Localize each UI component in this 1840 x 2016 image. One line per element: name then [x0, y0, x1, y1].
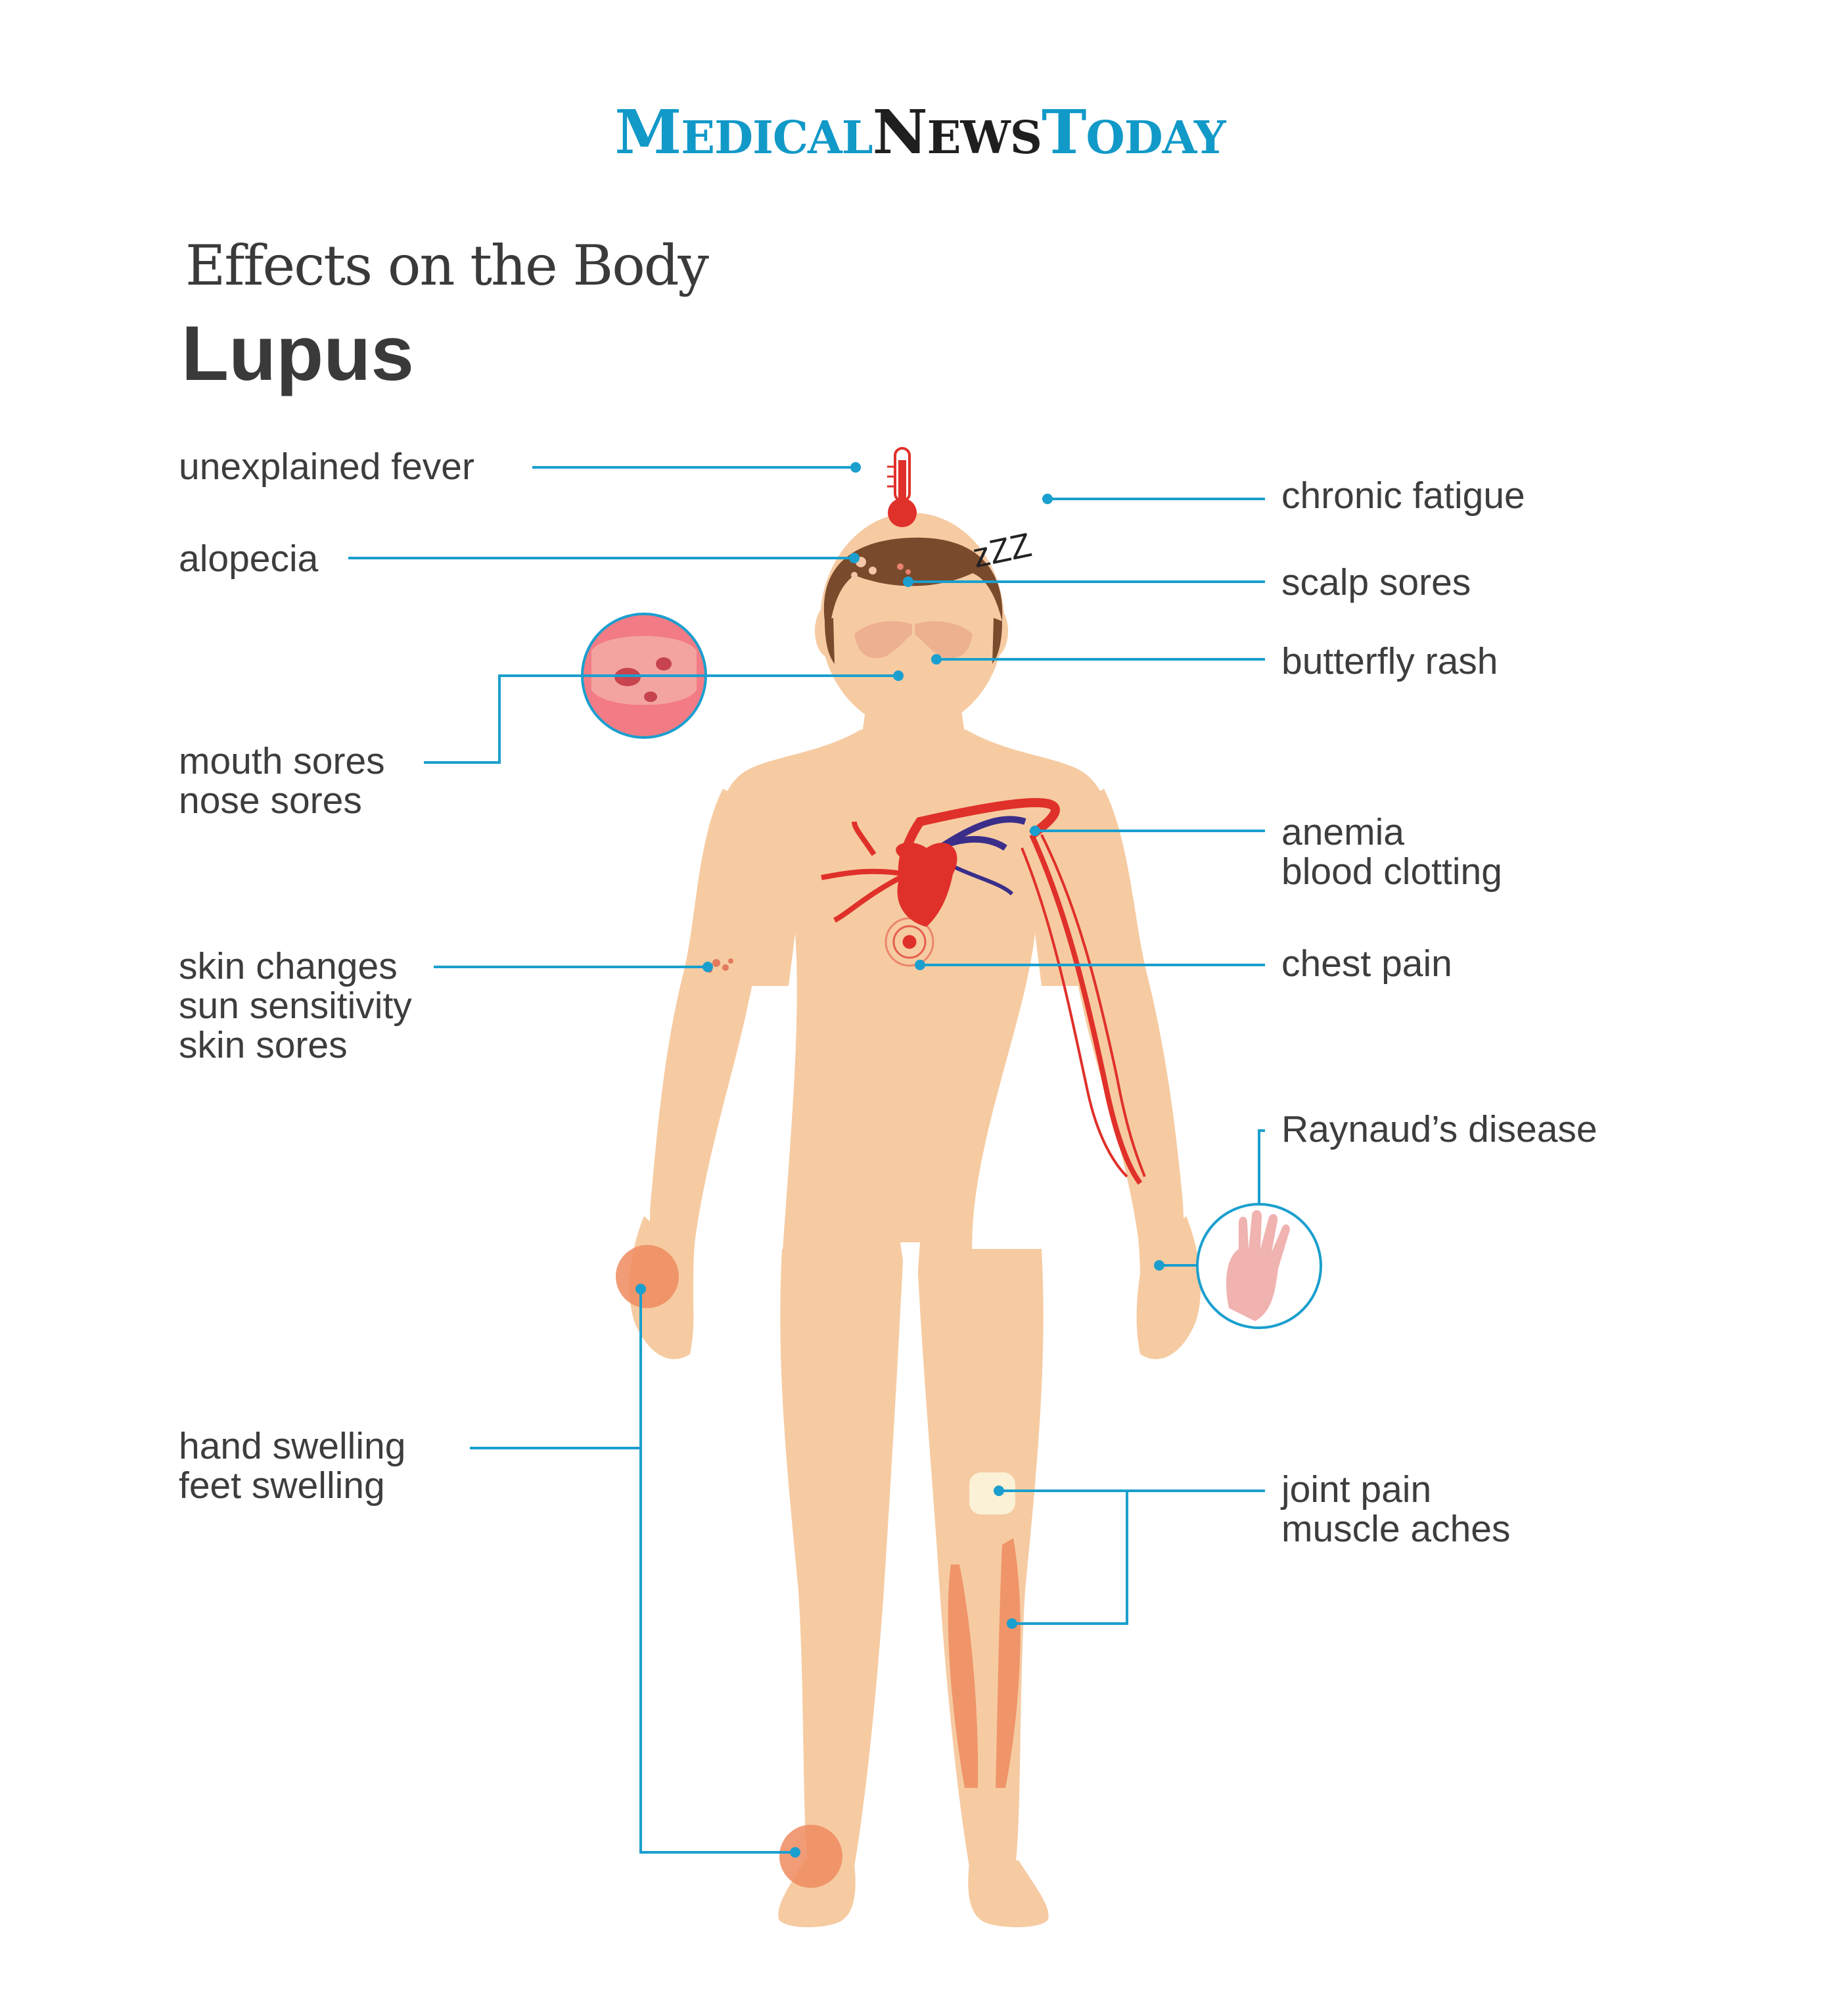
brand-news: NEWS — [872, 97, 1042, 168]
hand-swelling-mark — [616, 1245, 679, 1308]
label-chronic-fatigue: chronic fatigue — [1281, 475, 1525, 517]
knee-joint-mark — [969, 1472, 1015, 1514]
chest-pain-target-icon — [885, 917, 934, 967]
label-scalp-sores: scalp sores — [1281, 561, 1471, 603]
leader-lines — [348, 466, 1265, 1854]
label-butterfly-rash: butterfly rash — [1281, 640, 1498, 682]
hair — [823, 537, 1003, 631]
label-alopecia: alopecia — [179, 538, 319, 580]
page-title: Lupus — [181, 310, 414, 397]
label-unexplained-fever: unexplained fever — [179, 446, 474, 488]
calf-muscle-mark — [948, 1564, 978, 1788]
brand-today: TODAY — [1041, 97, 1226, 168]
label-chest-pain: chest pain — [1281, 943, 1452, 985]
foot-swelling-mark — [779, 1825, 842, 1888]
body-silhouette — [629, 513, 1201, 1927]
heart-vessels — [821, 798, 1146, 1185]
sleep-zzz-icon: zZZ — [969, 526, 1035, 575]
leader-dots — [635, 462, 1164, 1858]
page-subtitle: Effects on the Body — [185, 233, 709, 298]
thermometer-icon — [887, 447, 917, 527]
butterfly-rash — [854, 621, 973, 659]
raynauds-hand-inset — [1196, 1203, 1322, 1329]
label-raynauds-disease: Raynaud’s disease — [1281, 1108, 1598, 1150]
brand-logo: MEDICALNEWSTODAY — [0, 102, 1840, 162]
brand-medical: MEDICAL — [614, 97, 873, 168]
